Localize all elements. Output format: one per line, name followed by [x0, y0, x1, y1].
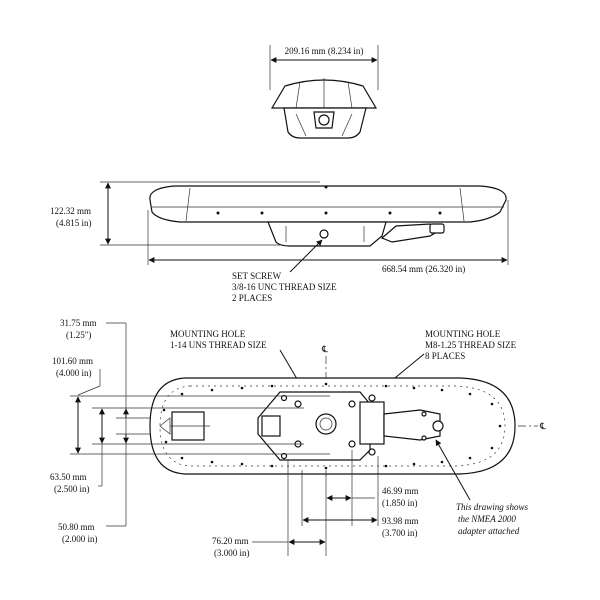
dim-6350-in: (2.500 in) [54, 484, 90, 494]
adapter-box [359, 401, 385, 445]
dim-5080-in: (2.000 in) [62, 534, 98, 544]
dim-4699-in: (1.850 in) [382, 498, 418, 508]
height-dimension-mm: 122.32 mm [50, 206, 91, 216]
note-line-1: This drawing shows [456, 502, 529, 512]
width-dimension-label: 209.16 mm (8.234 in) [285, 46, 364, 56]
perimeter-fasteners [162, 382, 502, 470]
height-dimension-in: (4.815 in) [56, 218, 92, 228]
dim-5080-mm: 50.80 mm [58, 522, 95, 532]
dim-10160-in: (4.000 in) [56, 368, 92, 378]
set-screw-label-3: 2 PLACES [232, 293, 272, 303]
note-line-2: the NMEA 2000 [458, 514, 516, 524]
length-dimension-label: 668.54 mm (26.320 in) [382, 264, 465, 274]
centerline-symbol-horizontal: ℄ [539, 421, 546, 431]
nmea-adapter-bottom [383, 409, 441, 441]
dim-6350-mm: 63.50 mm [50, 472, 87, 482]
dim-4699-mm: 46.99 mm [382, 486, 419, 496]
dim-7620-in: (3.000 in) [214, 548, 250, 558]
centerline-symbol-vertical: ℄ [321, 344, 328, 354]
dim-3175-mm: 31.75 mm [60, 318, 97, 328]
mount-hole-left-label-2: 1-14 UNS THREAD SIZE [170, 340, 267, 350]
mount-hole-right-label-2: M8-1.25 THREAD SIZE [425, 340, 517, 350]
side-view: 122.32 mm (4.815 in) 668.54 mm (26.320 i… [50, 181, 509, 303]
dim-9398-mm: 93.98 mm [382, 516, 419, 526]
set-screw-icon [319, 229, 329, 239]
front-view: 209.16 mm (8.234 in) [269, 45, 379, 139]
dim-3175-in: (1.25") [66, 330, 91, 340]
set-screw-leader [289, 239, 323, 273]
set-screw-label-1: SET SCREW [232, 271, 282, 281]
center-mount-hole [315, 413, 337, 435]
dim-9398-in: (3.700 in) [382, 528, 418, 538]
note-line-3: adapter attached [458, 526, 520, 536]
dim-7620-mm: 76.20 mm [212, 536, 249, 546]
set-screw-label-2: 3/8-16 UNC THREAD SIZE [232, 282, 337, 292]
connector-icon [318, 114, 330, 126]
mount-hole-left-label-1: MOUNTING HOLE [170, 329, 246, 339]
dim-10160-mm: 101.60 mm [52, 356, 93, 366]
bottom-view: MOUNTING HOLE 1-14 UNS THREAD SIZE MOUNT… [50, 318, 546, 558]
mount-hole-right-label-3: 8 PLACES [425, 351, 465, 361]
housing-profile [149, 185, 507, 223]
mount-hole-right-label-1: MOUNTING HOLE [425, 329, 501, 339]
note-leader [435, 439, 471, 501]
